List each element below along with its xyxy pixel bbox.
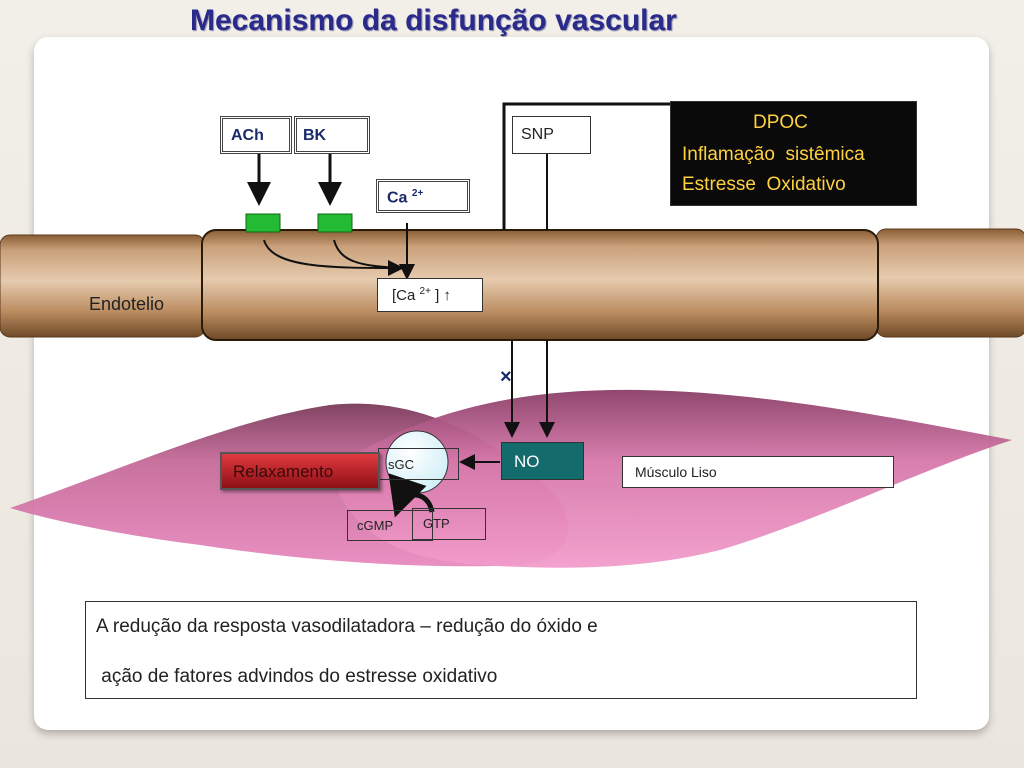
dpoc-connector [502, 102, 672, 230]
gtp-cgmp-curve [388, 473, 435, 518]
ca-inside-sup: 2+ [419, 286, 431, 297]
snp-box: SNP [512, 116, 591, 154]
dpoc-line1: DPOC [753, 112, 808, 133]
ca-top-label: Ca 2+ [387, 188, 423, 207]
snp-label: SNP [521, 126, 554, 143]
musculo-liso-label: Músculo Liso [635, 464, 717, 480]
cgmp-box: cGMP [347, 510, 433, 541]
cgmp-label: cGMP [357, 518, 394, 533]
dpoc-line2: Inflamação sistêmica [682, 144, 865, 165]
vessel-left [0, 234, 206, 338]
ca-top-box: Ca 2+ [376, 179, 470, 213]
caption-box: A redução da resposta vasodilatadora – r… [85, 601, 917, 699]
page-title: Mecanismo da disfunção vascular [190, 4, 677, 37]
ca-inside-label: [Ca 2+ ] ↑ [392, 286, 451, 304]
musculo-liso-box: Músculo Liso [622, 456, 894, 488]
gtp-label: GTP [423, 516, 450, 531]
receptor-ach [245, 213, 281, 233]
caption-line1: A redução da resposta vasodilatadora – r… [96, 616, 598, 637]
bk-box: BK [294, 116, 370, 154]
curve-from-bk [333, 239, 401, 269]
no-box: NO [501, 442, 584, 480]
bk-label: BK [303, 127, 327, 144]
endotelio-label: Endotelio [89, 294, 165, 314]
ca-inside-tail: ] ↑ [435, 287, 451, 304]
receptor-bk [317, 213, 353, 233]
dpoc-line3: Estresse Oxidativo [682, 174, 846, 195]
ca-top-text: Ca [387, 189, 408, 207]
dpoc-box: DPOC Inflamação sistêmica Estresse Oxida… [670, 101, 917, 206]
x-mark: × [500, 366, 512, 388]
sgc-label: sGC [388, 457, 414, 472]
relaxamento-box: Relaxamento [220, 452, 380, 490]
relaxamento-label: Relaxamento [233, 462, 334, 481]
ca-top-sup: 2+ [411, 188, 424, 199]
vessel-center [201, 229, 879, 341]
ach-box: ACh [220, 116, 292, 154]
ach-label: ACh [231, 127, 264, 144]
curve-from-ach [263, 239, 404, 276]
ca-inside-box: [Ca 2+ ] ↑ [377, 278, 483, 312]
gtp-box: GTP [412, 508, 486, 540]
vessel-right [875, 228, 1024, 338]
no-label: NO [514, 452, 540, 471]
sgc-box: sGC [378, 448, 459, 480]
caption-line2: ação de fatores advindos do estresse oxi… [96, 666, 498, 687]
ca-inside-text: [Ca [392, 287, 416, 304]
